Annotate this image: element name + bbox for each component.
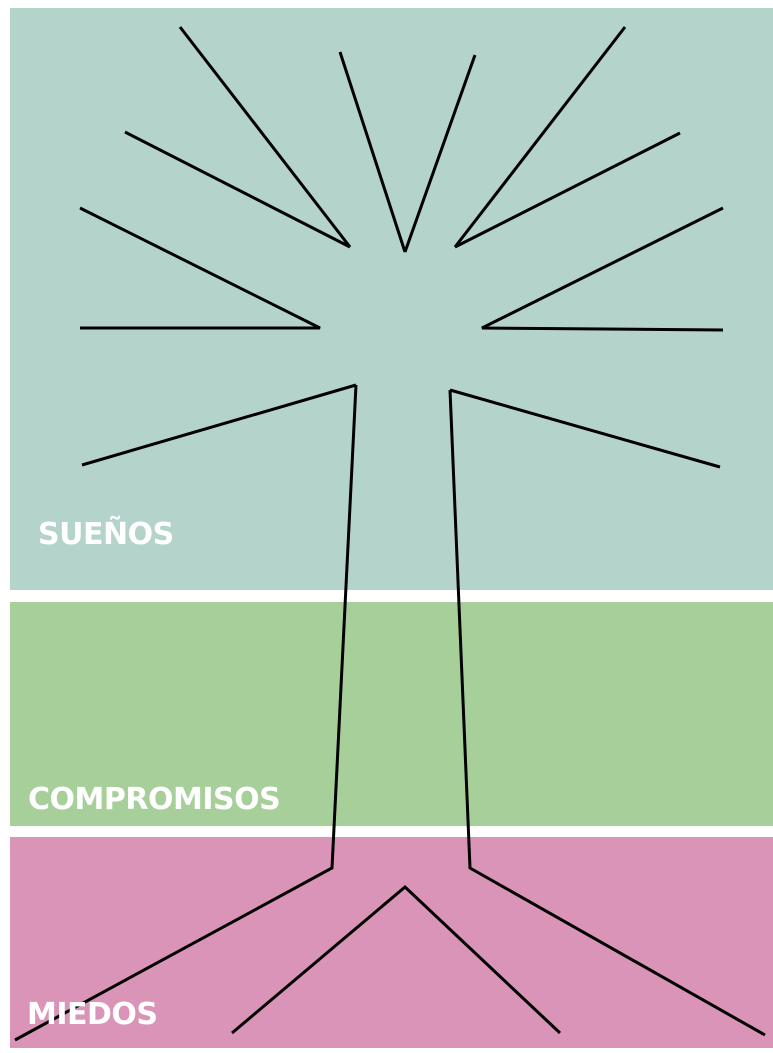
branch-right-v <box>481 206 724 332</box>
branch-left-v <box>79 206 321 330</box>
suenos-label: SUEÑOS <box>38 517 174 552</box>
branch-upper-left-long <box>178 26 352 248</box>
branch-upper-right-mid <box>454 131 681 249</box>
compromisos-label: COMPROMISOS <box>28 782 281 817</box>
branch-upper-right-long <box>453 26 627 248</box>
branch-lower-left <box>81 383 357 467</box>
branch-center-right <box>403 54 477 253</box>
trunk-left-side <box>14 384 358 1042</box>
suenos-zone <box>10 8 773 590</box>
compromisos-zone <box>10 602 773 826</box>
miedos-zone <box>10 837 773 1048</box>
root-center <box>231 884 562 1035</box>
branch-lower-right <box>449 388 721 469</box>
branch-upper-left-mid <box>124 130 351 249</box>
branch-center-left <box>338 51 407 253</box>
miedos-label: MIEDOS <box>27 997 158 1032</box>
trunk-right-side <box>448 389 766 1037</box>
